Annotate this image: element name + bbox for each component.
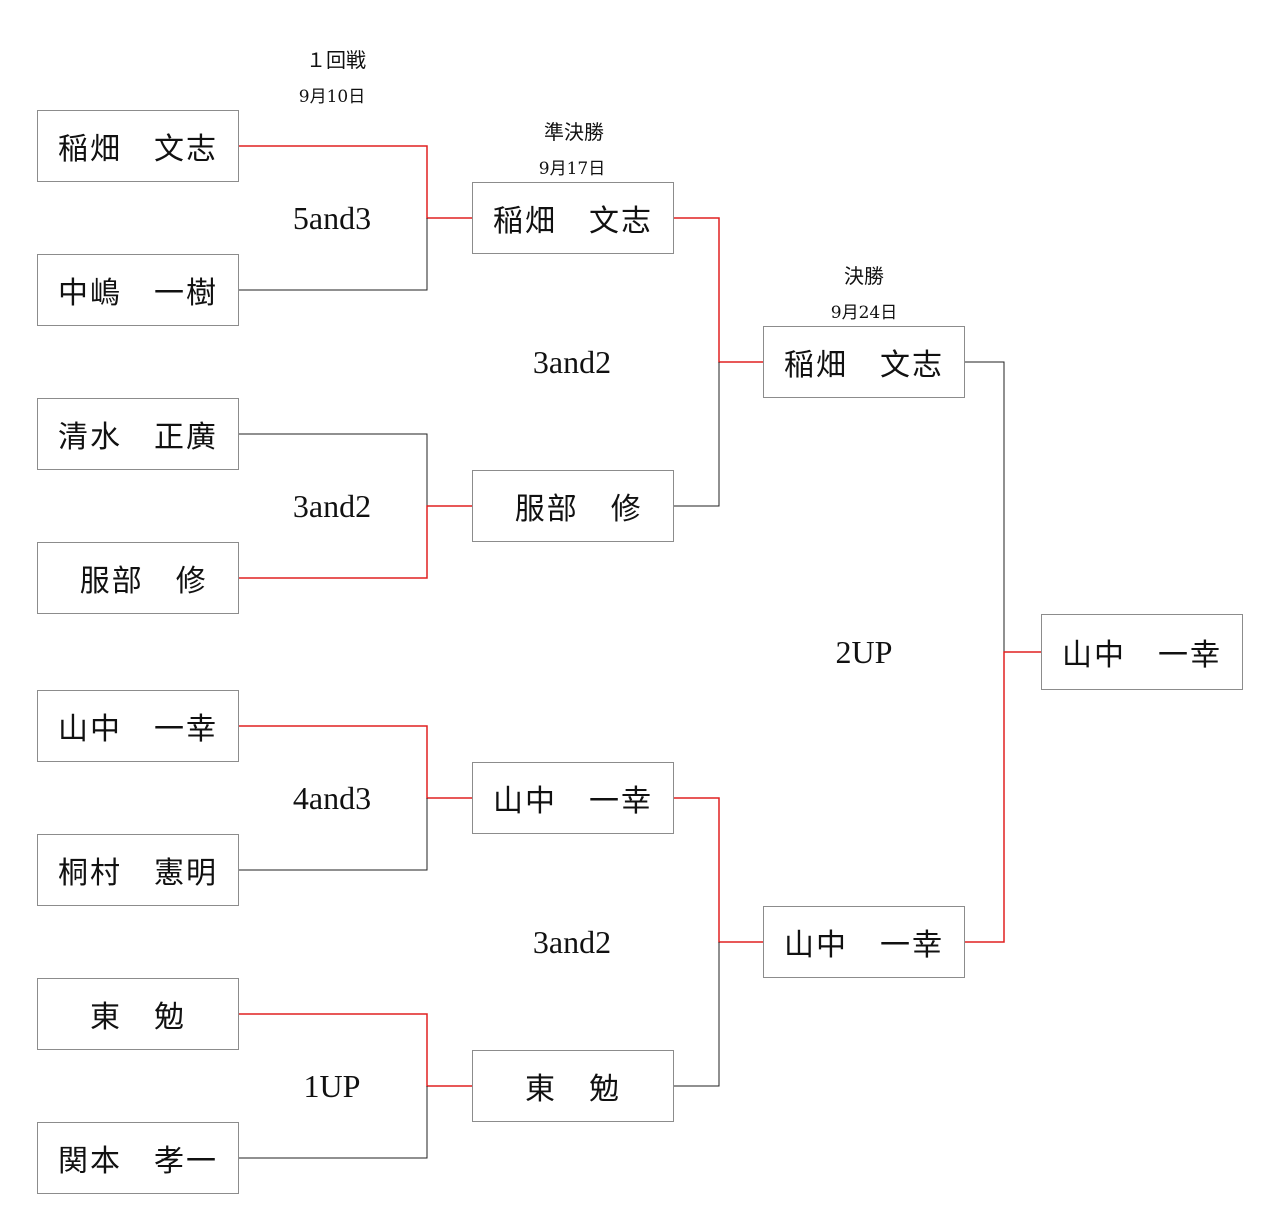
line-sf1-winner: [673, 217, 763, 363]
score-sf-match2: 3and2: [532, 924, 612, 960]
line-sf2-winner: [673, 797, 763, 943]
final-title: 決勝: [844, 264, 884, 288]
line-r1m1-loser: [238, 218, 428, 291]
line-r1m3-loser: [238, 798, 428, 871]
score-r1-match1: 5and3: [292, 200, 372, 236]
score-r1-match4: 1UP: [303, 1068, 361, 1104]
final-date: 9月24日: [830, 303, 898, 323]
r1-player-8: 関本 孝一: [37, 1122, 239, 1194]
r1-player-6: 桐村 憲明: [37, 834, 239, 906]
line-r1m2-winner: [238, 505, 472, 579]
sf-player-3: 山中 一幸: [472, 762, 674, 834]
r1-player-5: 山中 一幸: [37, 690, 239, 762]
round1-title: １回戦: [306, 48, 366, 72]
score-r1-match3: 4and3: [292, 780, 372, 816]
champion-box: 山中 一幸: [1041, 614, 1243, 690]
score-r1-match2: 3and2: [292, 488, 372, 524]
line-r1m4-winner: [238, 1013, 472, 1087]
round1-date: 9月10日: [298, 87, 366, 107]
line-sf1-loser: [673, 362, 720, 507]
line-r1m2-loser: [238, 433, 428, 506]
sf-player-4: 東 勉: [472, 1050, 674, 1122]
r1-player-1: 稲畑 文志: [37, 110, 239, 182]
r1-player-2: 中嶋 一樹: [37, 254, 239, 326]
line-final-winner: [965, 651, 1041, 943]
line-final-loser: [965, 361, 1005, 652]
score-sf-match1: 3and2: [532, 344, 612, 380]
final-player-2: 山中 一幸: [763, 906, 965, 978]
sf-player-2: 服部 修: [472, 470, 674, 542]
r1-player-4: 服部 修: [37, 542, 239, 614]
line-sf2-loser: [673, 942, 720, 1087]
r1-player-7: 東 勉: [37, 978, 239, 1050]
r1-player-3: 清水 正廣: [37, 398, 239, 470]
line-r1m4-loser: [238, 1086, 428, 1159]
semifinal-date: 9月17日: [538, 159, 606, 179]
score-final: 2UP: [835, 634, 893, 670]
line-r1m3-winner: [238, 725, 472, 799]
line-r1m1-winner: [238, 145, 472, 219]
final-player-1: 稲畑 文志: [763, 326, 965, 398]
sf-player-1: 稲畑 文志: [472, 182, 674, 254]
semifinal-title: 準決勝: [544, 120, 604, 144]
